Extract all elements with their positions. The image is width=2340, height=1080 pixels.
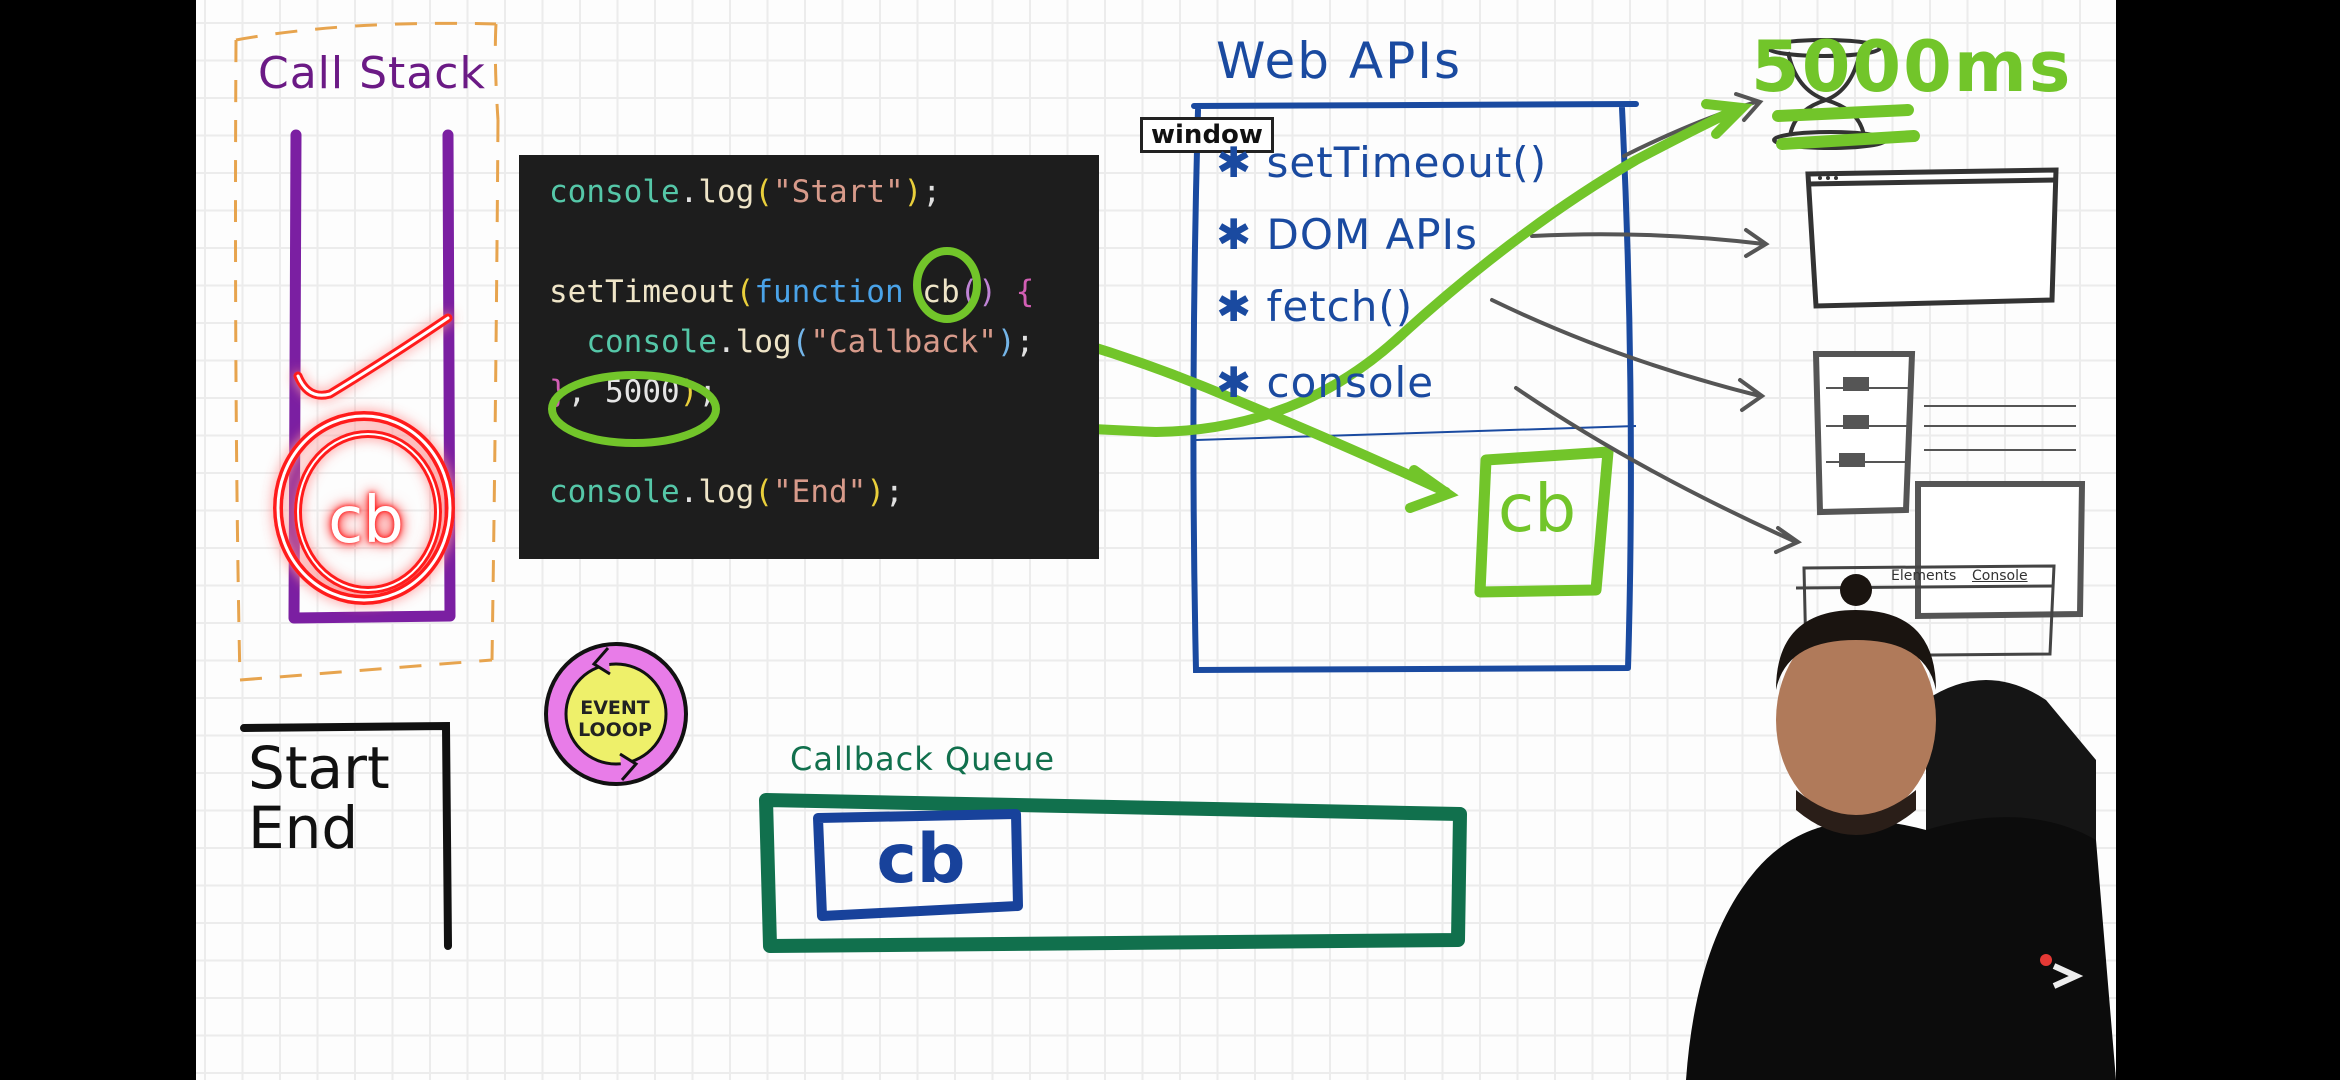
devtools-console-tab: Console	[1972, 568, 2028, 584]
network-illustration	[1812, 351, 2086, 620]
web-api-item: ✱ DOM APIs	[1216, 210, 1478, 259]
event-loop-icon	[544, 642, 688, 786]
console-output-line: Start	[248, 734, 390, 802]
arrow-to-devtools	[1514, 386, 1803, 554]
call-stack-entry-label: cb	[328, 484, 404, 558]
cb-highlight-circle	[913, 247, 981, 323]
code-line: console.log("End");	[549, 474, 904, 510]
code-line: setTimeout(function cb() {	[549, 274, 1035, 310]
timer-underline	[1772, 104, 1920, 150]
web-api-registered-callback: cb	[1497, 470, 1577, 547]
console-output-frame	[240, 721, 452, 950]
web-api-item: ✱ fetch()	[1216, 282, 1414, 331]
presenter-webcam	[1686, 574, 2116, 1080]
code-line: console.log("Start");	[549, 174, 941, 210]
green-cb-box	[1474, 446, 1614, 598]
check-mark-icon	[293, 313, 453, 400]
devtools-elements-tab: Elements	[1891, 568, 1957, 584]
stack-cb-circle	[273, 411, 455, 605]
timer-label: 5000ms	[1751, 26, 2073, 108]
callback-queue-title: Callback Queue	[790, 740, 1056, 778]
call-stack-dashed-border	[234, 21, 500, 682]
queue-cb-box	[813, 809, 1023, 921]
call-stack-title: Call Stack	[258, 48, 486, 99]
console-output-line: End	[248, 794, 359, 862]
whiteboard-canvas: Call Stack cb console.log("Start"); setT…	[196, 0, 2116, 1080]
5000-highlight-circle	[548, 371, 720, 447]
web-api-item: ✱ setTimeout()	[1216, 138, 1548, 187]
console-output: Start End	[248, 738, 390, 858]
arrow-to-network	[1490, 298, 1766, 412]
code-annotations	[548, 247, 981, 447]
web-apis-container	[1190, 101, 1639, 674]
code-line: console.log("Callback");	[586, 324, 1035, 360]
web-api-item: ✱ console	[1216, 358, 1435, 407]
code-panel: console.log("Start"); setTimeout(functio…	[519, 155, 1099, 559]
web-apis-divider	[1195, 425, 1637, 441]
web-apis-title: Web APIs	[1216, 32, 1463, 90]
event-loop-label: EVENT LOOOP	[578, 697, 652, 741]
window-label: window	[1140, 117, 1274, 153]
arrow-to-dom	[1530, 228, 1770, 258]
callback-queue-item: cb	[876, 820, 966, 899]
diagram-drawings	[234, 21, 2116, 1080]
call-stack-entry: cb	[306, 470, 426, 570]
dom-illustration	[1805, 167, 2059, 309]
callback-queue-container	[759, 793, 1467, 953]
